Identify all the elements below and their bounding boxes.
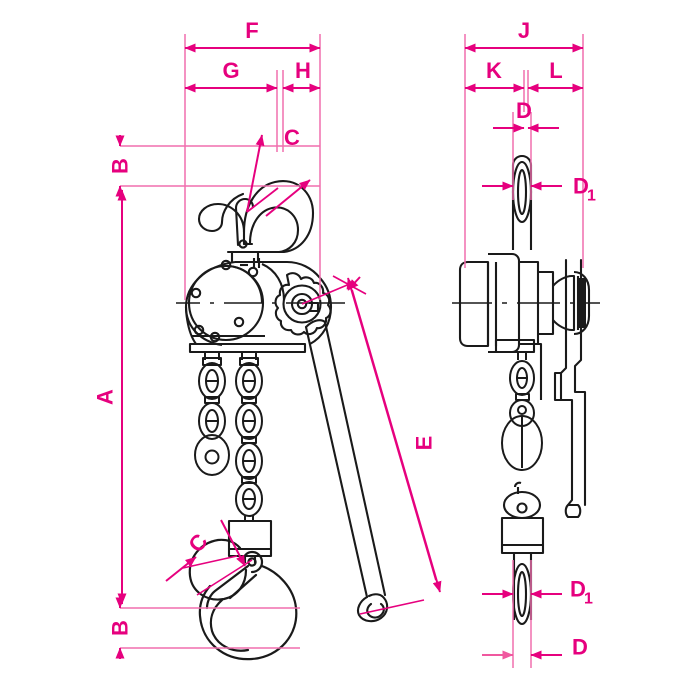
dimension-B-top: B — [108, 135, 133, 197]
dimension-label-D1-bottom: D — [570, 577, 586, 602]
dimension-label-A: A — [93, 389, 118, 405]
dimension-A: A — [93, 189, 127, 605]
lever-side — [553, 258, 587, 519]
dimension-label-L: L — [549, 58, 562, 83]
chain-strand-right — [235, 352, 263, 522]
dimension-label-E: E — [412, 436, 437, 451]
dimension-label-J: J — [518, 18, 530, 43]
dimension-label-D1-bottom-subscript: 1 — [584, 591, 593, 608]
bottom-hook — [188, 538, 298, 661]
lever-handle — [304, 319, 389, 623]
dimension-D1-top: D 1 — [482, 174, 596, 205]
top-hook — [197, 180, 315, 264]
top-hook-side — [511, 154, 533, 250]
chain-strand-left — [194, 352, 230, 476]
dimension-label-D1-top: D — [573, 174, 589, 199]
dimension-C-top: C — [246, 125, 311, 217]
dimension-B-bottom: B — [108, 597, 133, 659]
dimension-label-B-top: B — [108, 158, 133, 174]
dimension-label-H: H — [295, 58, 311, 83]
dimension-label-D1-top-subscript: 1 — [587, 188, 596, 205]
front-extension-lines — [120, 34, 321, 649]
dimension-C-bottom: C — [165, 519, 253, 596]
dimension-L: L — [527, 58, 584, 93]
dimension-D-top: D — [493, 98, 559, 133]
dimension-label-F: F — [245, 18, 258, 43]
dimension-H: H — [282, 58, 321, 93]
dimension-label-K: K — [486, 58, 502, 83]
dimension-label-D-top: D — [516, 98, 532, 123]
dimension-label-B-bottom: B — [108, 620, 133, 636]
dimension-label-D-bottom: D — [572, 635, 588, 660]
front-view-group: F G H B B A — [93, 18, 442, 661]
dimension-D1-bottom: D 1 — [482, 577, 593, 608]
dimension-label-G: G — [222, 58, 239, 83]
handwheel — [274, 272, 332, 336]
dimension-E: E — [301, 275, 442, 615]
dimension-D-bottom: D — [482, 635, 588, 660]
dimension-F: F — [184, 18, 321, 53]
dimension-label-C-bottom: C — [183, 529, 212, 557]
chain-side — [501, 352, 543, 471]
load-chain — [194, 352, 263, 522]
dimension-G: G — [184, 58, 278, 93]
dimension-label-C-top: C — [284, 125, 300, 150]
hoist-body — [184, 258, 333, 354]
side-view-group: J K L D D 1 D — [452, 18, 600, 668]
dimension-K: K — [464, 58, 525, 93]
bottom-hook-block-side — [500, 481, 545, 626]
dimension-J: J — [464, 18, 584, 53]
